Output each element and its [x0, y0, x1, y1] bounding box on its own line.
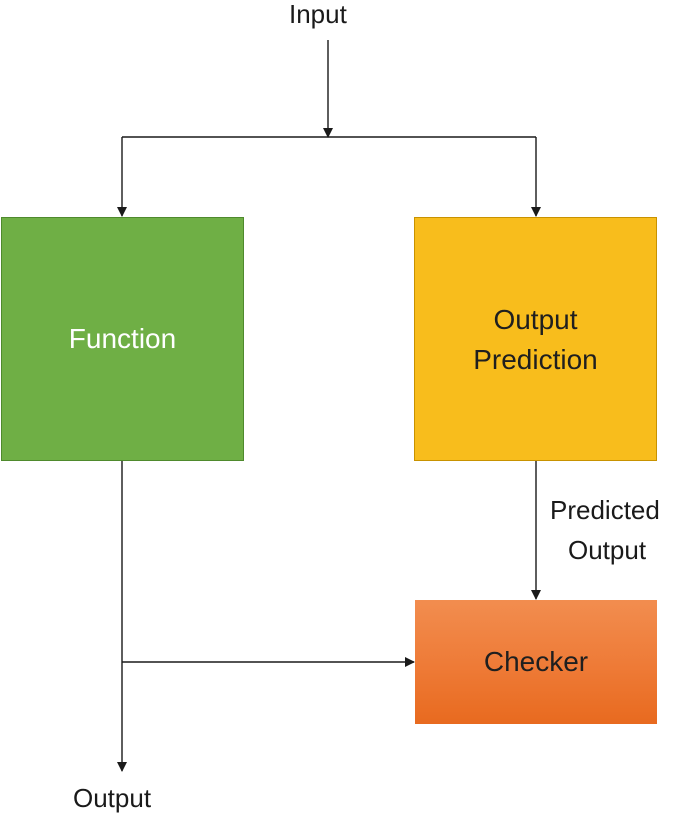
predicted-output-label-line1: Predicted [550, 495, 660, 525]
output-prediction-node: Output Prediction [414, 217, 657, 461]
checker-node-label: Checker [483, 646, 589, 677]
output-label: Output [73, 783, 152, 813]
output-prediction-label-line1: Output [493, 304, 578, 335]
input-label: Input [289, 0, 347, 29]
predicted-output-label-line2: Output [568, 535, 647, 565]
checker-node: Checker [415, 600, 657, 724]
function-node: Function [1, 217, 244, 461]
function-node-label: Function [68, 323, 177, 354]
output-prediction-label-line2: Prediction [473, 344, 598, 375]
